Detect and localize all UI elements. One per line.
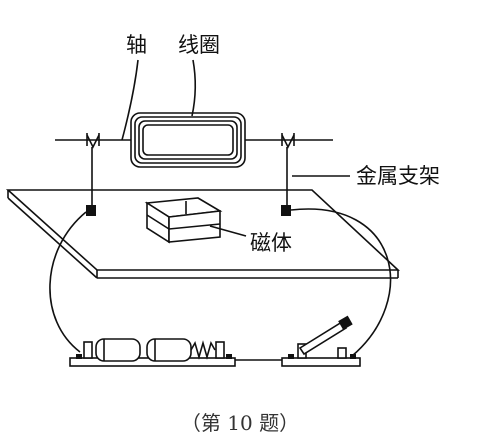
metal-bracket-label: 金属支架	[356, 164, 440, 188]
battery-cell	[95, 338, 141, 362]
left-terminal	[86, 205, 96, 216]
right-terminal	[281, 205, 291, 216]
right-bracket	[281, 133, 295, 216]
battery-cell	[146, 338, 192, 362]
magnet-label: 磁体	[250, 231, 292, 255]
axle-label: 轴	[126, 33, 147, 57]
battery-holder	[69, 338, 236, 367]
magnet	[144, 197, 223, 244]
figure-caption: （第 10 题）	[181, 411, 299, 435]
battery-spring	[190, 340, 216, 360]
leader-lines	[121, 59, 350, 237]
left-bracket	[86, 133, 100, 216]
coil-label: 线圈	[178, 33, 220, 57]
knife-switch	[281, 315, 361, 367]
wires	[49, 208, 392, 361]
coil	[130, 112, 246, 168]
